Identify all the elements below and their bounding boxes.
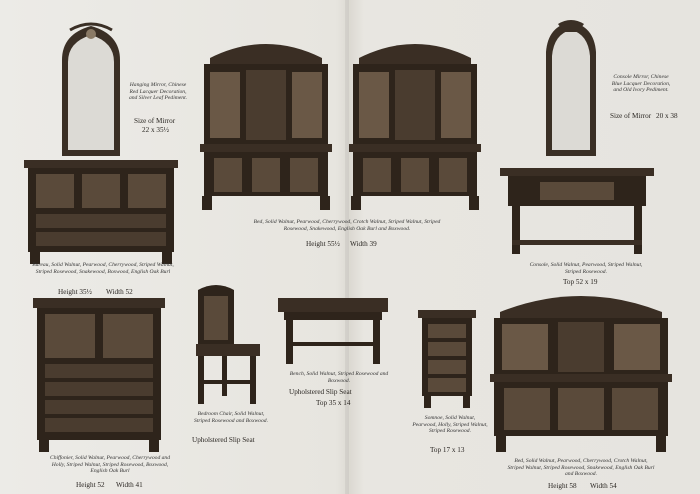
bureau-image — [22, 156, 180, 266]
console-top: Top 52 x 19 — [563, 278, 598, 286]
bureau-height: Height 35½ — [58, 288, 92, 296]
bureau-caption: Bureau, Solid Walnut, Pearwood, Cherrywo… — [32, 262, 174, 275]
bench-image — [278, 298, 388, 364]
console-mirror-image — [538, 18, 604, 158]
somnoe-image — [418, 310, 476, 408]
bed-bottom-height: Height 58 — [548, 482, 577, 490]
somnoe-top: Top 17 x 13 — [430, 446, 465, 454]
console-image — [500, 166, 654, 258]
chiffonier-caption: Chiffonier, Solid Walnut, Pearwood, Cher… — [49, 455, 171, 475]
bed-bottom-image — [490, 288, 672, 454]
page-fold — [345, 0, 349, 494]
console-mirror-caption: Console Mirror, Chinese Blue Lacquer Dec… — [611, 74, 671, 94]
bed-top-footboard-image — [345, 34, 485, 210]
chiffonier-height: Height 52 — [76, 481, 105, 489]
hanging-mirror-caption: Hanging Mirror, Chinese Red Lacquer Deco… — [128, 82, 188, 102]
somnoe-caption: Somnoe, Solid Walnut, Pearwood, Holly, S… — [412, 415, 488, 435]
bed-top-headboard-image — [196, 34, 336, 210]
bedroom-chair-seat: Upholstered Slip Seat — [192, 436, 255, 444]
bed-top-height: Height 55½ — [306, 240, 340, 248]
bench-caption: Bench, Solid Walnut, Striped Rosewood an… — [289, 371, 389, 384]
bedroom-chair-image — [192, 282, 260, 406]
chiffonier-image — [33, 298, 165, 452]
bed-bottom-caption: Bed, Solid Walnut, Pearwood, Cherrywood,… — [507, 458, 655, 478]
hanging-mirror-size-label: Size of Mirror — [134, 117, 176, 125]
bed-bottom-width: Width 54 — [590, 482, 617, 490]
bed-top-caption: Bed, Solid Walnut, Pearwood, Cherrywood,… — [253, 219, 441, 232]
console-mirror-size-value: 20 x 38 — [656, 112, 678, 120]
bed-top-width: Width 39 — [350, 240, 377, 248]
bedroom-chair-caption: Bedroom Chair, Solid Walnut, Striped Ros… — [194, 411, 268, 424]
bench-seat: Upholstered Slip Seat — [289, 388, 352, 396]
hanging-mirror-image — [56, 20, 126, 158]
bench-top: Top 35 x 14 — [316, 399, 351, 407]
chiffonier-width: Width 41 — [116, 481, 143, 489]
hanging-mirror-size-value: 22 x 35½ — [142, 126, 169, 134]
console-mirror-size-label: Size of Mirror — [610, 112, 652, 120]
bureau-width: Width 52 — [106, 288, 133, 296]
console-caption: Console, Solid Walnut, Pearwood, Striped… — [529, 262, 643, 275]
